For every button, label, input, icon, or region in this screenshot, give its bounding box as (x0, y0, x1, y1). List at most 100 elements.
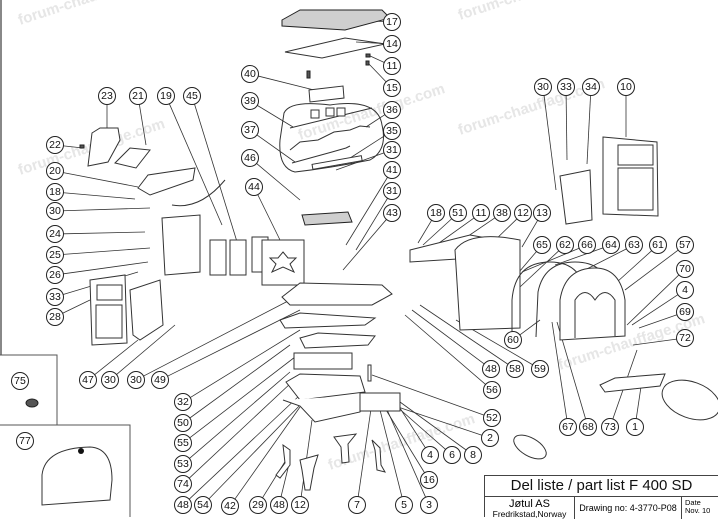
leader-line-18 (63, 192, 136, 200)
part-chimney-collar (87, 127, 121, 167)
callout-5: 5 (395, 496, 413, 514)
part-gasket-plate (114, 147, 151, 169)
callout-number: 19 (160, 90, 172, 102)
part-side-door-window (617, 167, 654, 211)
callout-circle (46, 288, 64, 306)
part-grommet (25, 398, 39, 408)
callout-circle (383, 122, 401, 140)
callout-70: 70 (676, 260, 694, 278)
leader-line-2 (391, 404, 483, 436)
callout-18: 18 (427, 204, 445, 222)
callout-69: 69 (676, 303, 694, 321)
part-bolt (365, 53, 371, 58)
callout-34: 34 (582, 78, 600, 96)
callout-circle (449, 204, 467, 222)
watermark: forum-chauffage.com (456, 0, 607, 24)
callout-30: 30 (101, 371, 119, 389)
leader-line-24 (63, 231, 146, 235)
part-detail-bubble (661, 379, 718, 421)
date-label: Date (685, 498, 701, 507)
leader-line-46 (256, 163, 301, 201)
leader-line-69 (638, 314, 678, 329)
callout-circle (531, 360, 549, 378)
callout-30: 30 (46, 202, 64, 220)
callout-circle (559, 418, 577, 436)
callout-42: 42 (221, 497, 239, 515)
callout-33: 33 (557, 78, 575, 96)
callout-30: 30 (127, 371, 145, 389)
callout-circle (582, 78, 600, 96)
part-detail-bubble (513, 434, 547, 460)
callout-40: 40 (241, 65, 259, 83)
callout-36: 36 (383, 101, 401, 119)
callout-number: 13 (536, 207, 548, 219)
callout-35: 35 (383, 122, 401, 140)
callout-68: 68 (579, 418, 597, 436)
callout-number: 30 (49, 205, 61, 217)
callout-circle (16, 432, 34, 450)
part-leg (275, 443, 291, 479)
part-wire (171, 179, 226, 207)
callout-circle (241, 121, 259, 139)
callout-52: 52 (483, 409, 501, 427)
callout-circle (383, 57, 401, 75)
callout-circle (557, 78, 575, 96)
leader-line-42 (234, 406, 301, 500)
callout-number: 72 (679, 332, 691, 344)
callout-number: 67 (562, 421, 574, 433)
part-pin (367, 364, 372, 382)
part-side-rail (359, 392, 401, 412)
callout-circle (383, 182, 401, 200)
callout-number: 48 (273, 499, 285, 511)
callout-48: 48 (174, 496, 192, 514)
callout-24: 24 (46, 225, 64, 243)
callout-55: 55 (174, 434, 192, 452)
callout-6: 6 (443, 446, 461, 464)
callout-57: 57 (676, 236, 694, 254)
callout-number: 74 (177, 478, 189, 490)
callout-circle (676, 260, 694, 278)
callout-circle (482, 360, 500, 378)
callout-50: 50 (174, 414, 192, 432)
leader-line-67 (551, 321, 568, 419)
callout-number: 45 (186, 90, 198, 102)
part-list-title: Del liste / part list F 400 SD (485, 476, 718, 497)
leader-line-7 (357, 401, 373, 497)
callout-60: 60 (504, 331, 522, 349)
part-rail-bar (311, 155, 363, 170)
part-bolt (365, 60, 370, 66)
callout-number: 22 (49, 139, 61, 151)
callout-circle (579, 418, 597, 436)
callout-circle (46, 308, 64, 326)
callout-circle (420, 471, 438, 489)
callout-circle (676, 329, 694, 347)
callout-2: 2 (481, 429, 499, 447)
callout-circle (383, 141, 401, 159)
callout-number: 61 (652, 239, 664, 251)
part-leg (299, 454, 319, 491)
callout-7: 7 (348, 496, 366, 514)
callout-number: 28 (49, 311, 61, 323)
callout-number: 11 (387, 60, 398, 72)
callout-number: 59 (534, 363, 546, 375)
callout-circle (533, 204, 551, 222)
callout-circle (241, 149, 259, 167)
leader-line-4 (631, 294, 679, 326)
part-side-door-window (617, 144, 654, 166)
leader-line-28 (62, 299, 91, 314)
callout-circle (483, 381, 501, 399)
callout-22: 22 (46, 136, 64, 154)
leader-line-5 (377, 401, 403, 497)
callout-number: 47 (82, 374, 94, 386)
callout-number: 35 (386, 125, 398, 137)
callout-number: 18 (430, 207, 442, 219)
callout-30: 30 (534, 78, 552, 96)
callout-14: 14 (383, 35, 401, 53)
callout-number: 18 (49, 186, 61, 198)
callout-number: 46 (244, 152, 256, 164)
callout-54: 54 (194, 496, 212, 514)
part-leg (371, 439, 387, 473)
callout-number: 68 (582, 421, 594, 433)
leader-line-64 (554, 247, 604, 266)
